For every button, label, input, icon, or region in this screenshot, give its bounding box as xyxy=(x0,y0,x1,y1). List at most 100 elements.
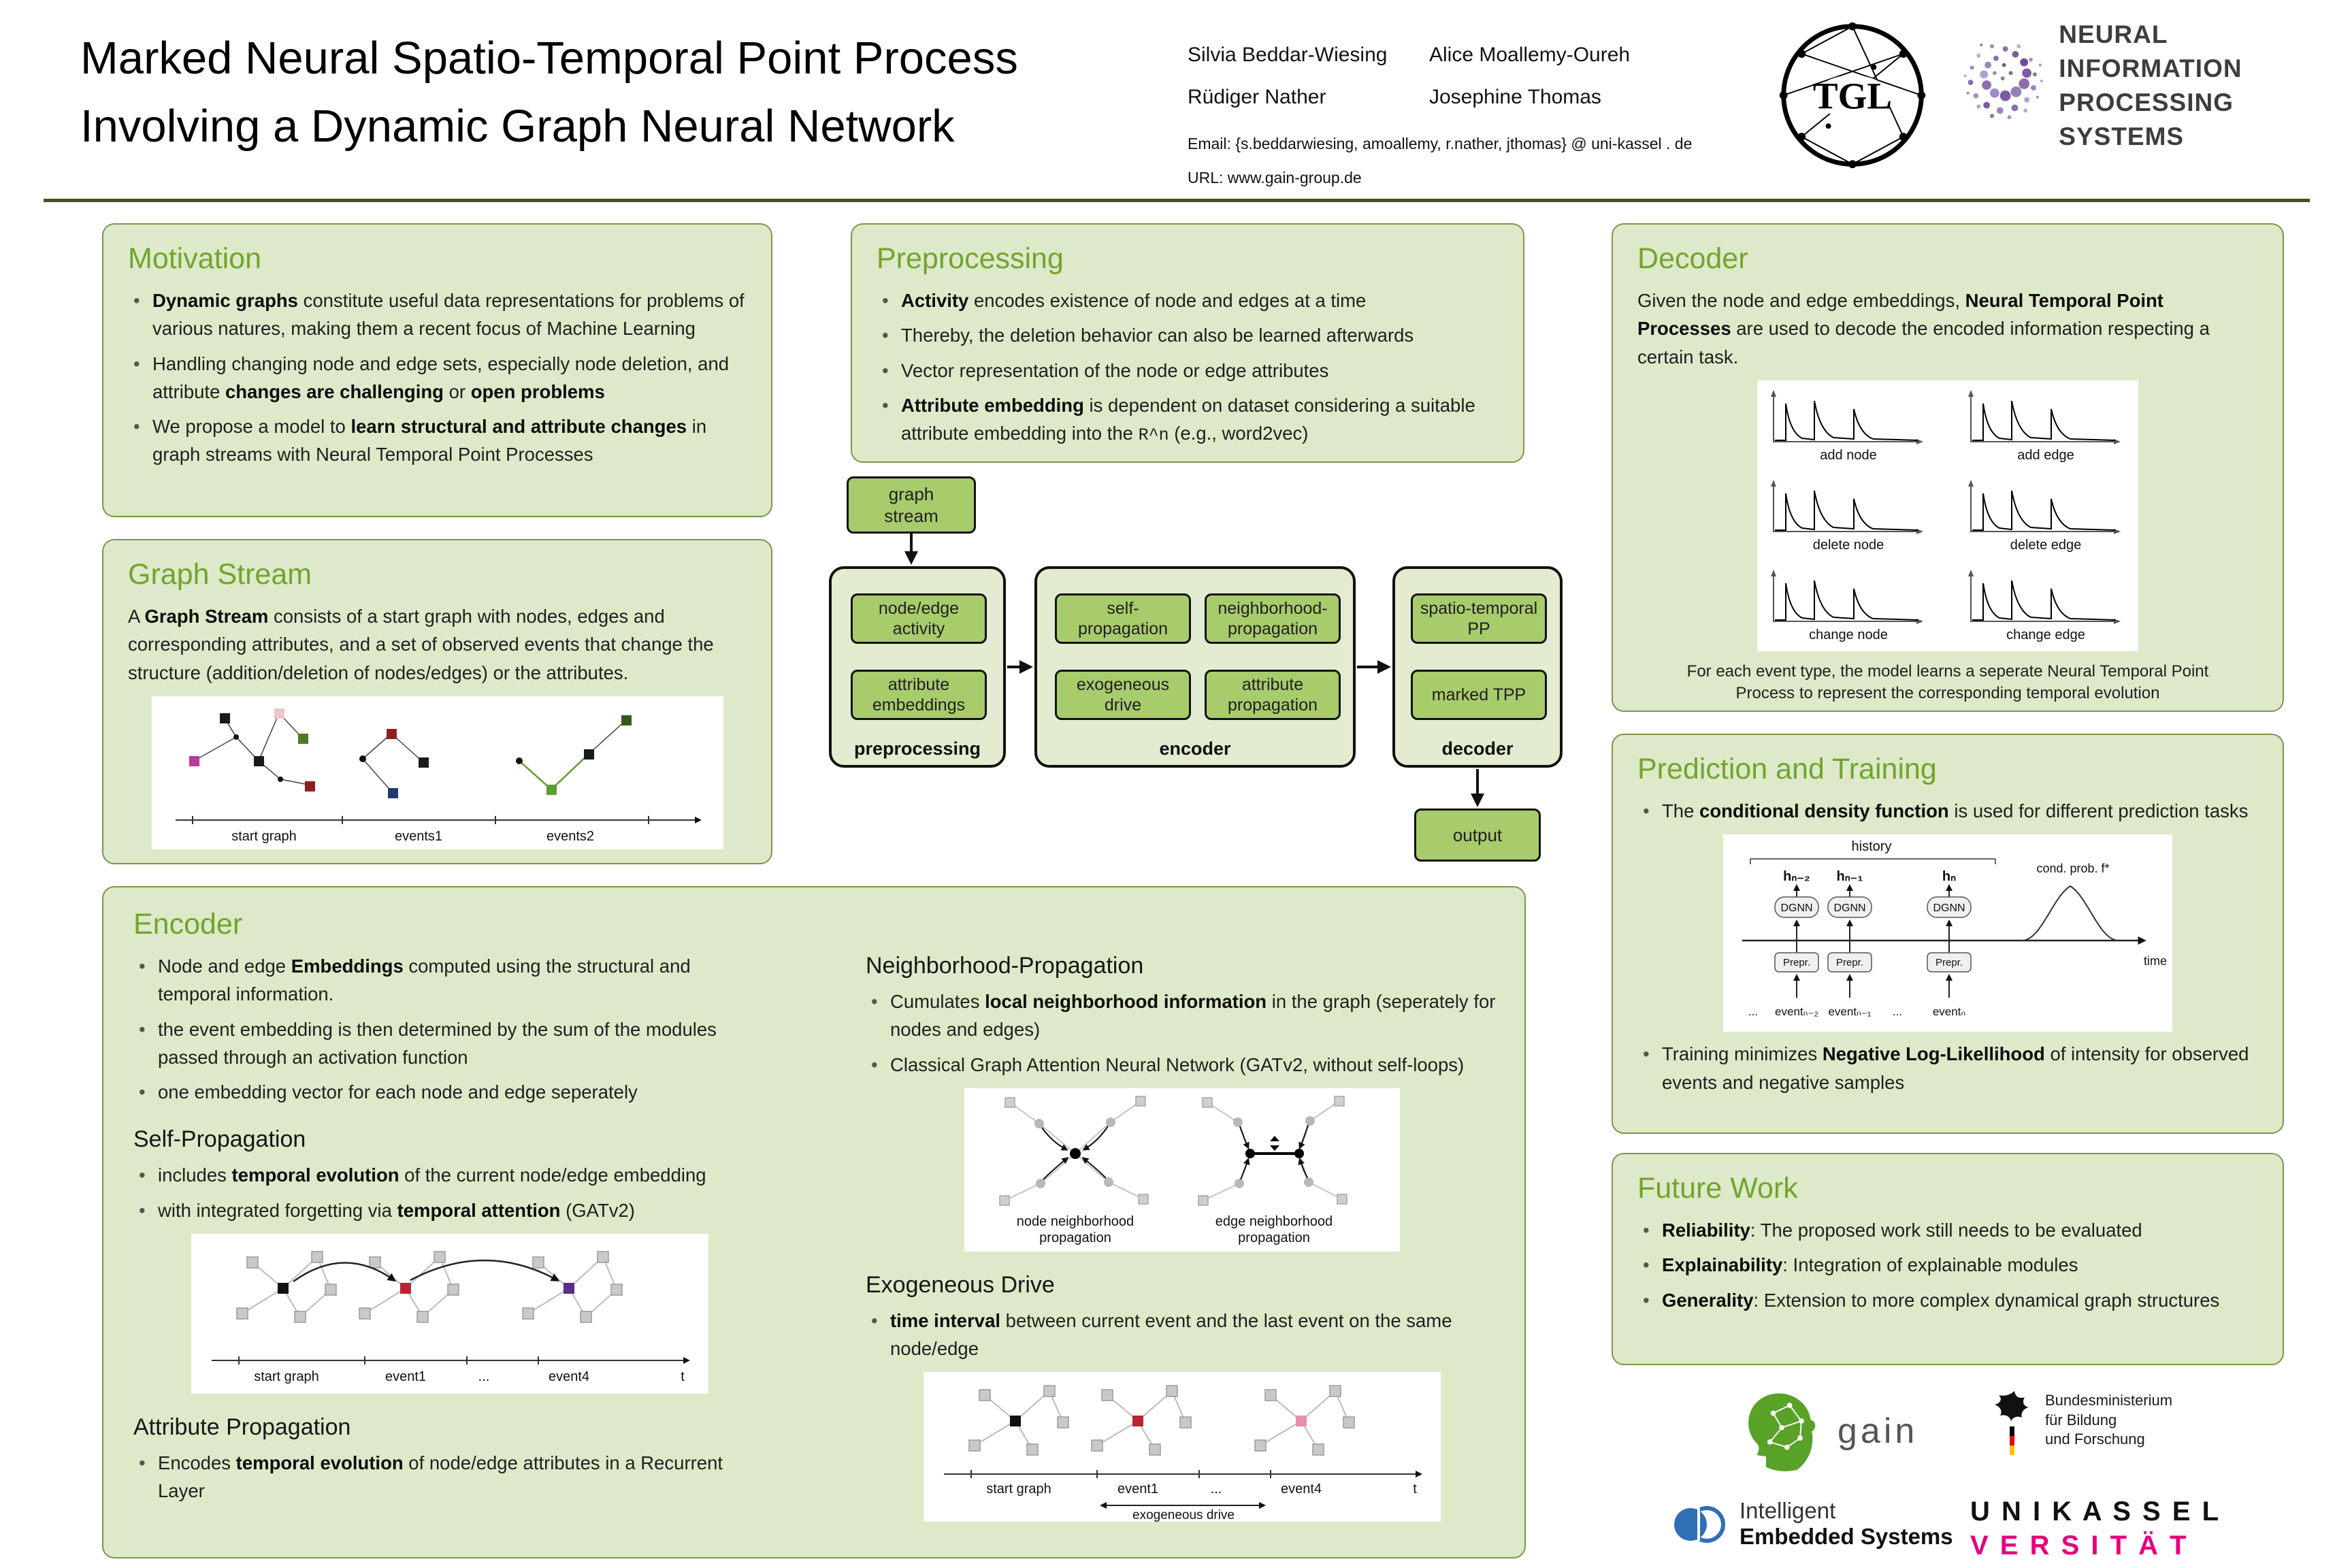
neighborhood-propagation-figure: node neighborhood propagation edge neigh… xyxy=(964,1088,1400,1252)
preprocessing-bullet: Thereby, the deletion behavior can also … xyxy=(877,321,1499,350)
poster-title: Marked Neural Spatio-Temporal Point Proc… xyxy=(80,33,1018,152)
gain-wordmark: gain xyxy=(1838,1411,1918,1451)
svg-text:exogeneous drive: exogeneous drive xyxy=(1132,1508,1235,1522)
svg-text:Prepr.: Prepr. xyxy=(1836,957,1863,968)
attribute-propagation-heading: Attribute Propagation xyxy=(133,1414,351,1440)
graph-stream-figure: start graph events1 events2 xyxy=(151,696,723,849)
pipeline-graph-stream-box: graph stream xyxy=(847,476,976,534)
graph-stream-heading: Graph Stream xyxy=(128,558,312,591)
pipeline-box-attribute-propagation: attribute propagation xyxy=(1205,670,1341,720)
exogeneous-drive-bullet: time interval between current event and … xyxy=(866,1307,1499,1363)
author-name: Josephine Thomas xyxy=(1429,86,1601,108)
self-propagation-heading: Self-Propagation xyxy=(133,1126,306,1153)
svg-text:events2: events2 xyxy=(546,829,593,844)
svg-text:...: ... xyxy=(1893,1005,1902,1018)
encoder-bullet: one embedding vector for each node and e… xyxy=(133,1078,766,1107)
svg-text:event1: event1 xyxy=(385,1369,426,1384)
prediction-heading: Prediction and Training xyxy=(1637,753,1937,785)
tgl-logo: TGL xyxy=(1772,15,1933,179)
future-work-section: Future Work Reliability: The proposed wo… xyxy=(1612,1153,2284,1365)
neurips-wordmark: NEURAL INFORMATION PROCESSING SYSTEMS xyxy=(2059,20,2242,150)
preprocessing-bullet: Vector representation of the node or edg… xyxy=(877,357,1499,385)
pipeline-box-attribute-embeddings: attribute embeddings xyxy=(851,670,987,720)
svg-text:DGNN: DGNN xyxy=(1833,902,1865,914)
svg-text:add node: add node xyxy=(1820,448,1876,463)
svg-text:hₙ₋₂: hₙ₋₂ xyxy=(1783,869,1810,884)
pipeline-encoder-container: self-propagation neighborhood-propagatio… xyxy=(1034,566,1356,768)
svg-text:start graph: start graph xyxy=(986,1482,1051,1497)
motivation-bullet: Handling changing node and edge sets, es… xyxy=(128,350,747,406)
svg-text:eventₙ: eventₙ xyxy=(1933,1005,1965,1018)
exogeneous-drive-heading: Exogeneous Drive xyxy=(866,1271,1055,1298)
exogeneous-drive-figure: start graph event1 ... event4 t exogeneo… xyxy=(924,1372,1441,1522)
prediction-figure: history hₙ₋₂ hₙ₋₁ hₙ DGNN DGNN DGNN time xyxy=(1723,834,2172,1032)
svg-text:cond. prob. f*: cond. prob. f* xyxy=(2036,862,2109,875)
svg-text:Prepr.: Prepr. xyxy=(1783,957,1810,968)
pipeline-preprocessing-container: node/edge activity attribute embeddings … xyxy=(829,566,1006,768)
svg-text:start graph: start graph xyxy=(254,1369,319,1384)
url-line: URL: www.gain-group.de xyxy=(1188,169,1362,186)
pipeline-box-node-edge-activity: node/edge activity xyxy=(851,593,987,644)
prediction-bullet: Training minimizes Negative Log-Likellih… xyxy=(1637,1040,2258,1096)
self-propagation-bullet: includes temporal evolution of the curre… xyxy=(133,1161,766,1190)
svg-text:t: t xyxy=(681,1369,685,1384)
ies-text: Intelligent Embedded Systems xyxy=(1740,1498,1953,1549)
svg-text:start graph: start graph xyxy=(231,829,297,844)
graph-stream-paragraph: A Graph Stream consists of a start graph… xyxy=(128,606,714,683)
pipeline-box-self-propagation: self-propagation xyxy=(1055,593,1191,644)
svg-text:eventₙ₋₁: eventₙ₋₁ xyxy=(1828,1005,1871,1018)
decoder-caption: For each event type, the model learns a … xyxy=(1686,662,2209,703)
svg-text:event4: event4 xyxy=(549,1369,589,1384)
svg-text:delete edge: delete edge xyxy=(2010,538,2082,553)
svg-text:t: t xyxy=(1413,1482,1417,1497)
pipeline-decoder-container: spatio-temporal PP marked TPP decoder xyxy=(1392,566,1563,768)
svg-text:change node: change node xyxy=(1809,627,1888,642)
neighborhood-propagation-bullet: Cumulates local neighborhood information… xyxy=(866,987,1499,1044)
future-work-bullet: Reliability: The proposed work still nee… xyxy=(1637,1216,2258,1245)
future-work-bullet: Generality: Extension to more complex dy… xyxy=(1637,1286,2258,1315)
motivation-heading: Motivation xyxy=(128,242,261,275)
encoder-bullet: Node and edge Embeddings computed using … xyxy=(133,952,766,1009)
svg-text:time: time xyxy=(2144,954,2167,968)
author-name: Silvia Beddar-Wiesing xyxy=(1188,44,1388,66)
svg-text:DGNN: DGNN xyxy=(1933,902,1965,914)
svg-text:hₙ₋₁: hₙ₋₁ xyxy=(1836,869,1863,884)
motivation-section: Motivation Dynamic graphs constitute use… xyxy=(102,223,772,517)
author-name: Rüdiger Nather xyxy=(1188,86,1326,108)
svg-text:propagation: propagation xyxy=(1039,1230,1111,1245)
federal-eagle-icon xyxy=(1995,1391,2029,1455)
preprocessing-bullet: Activity encodes existence of node and e… xyxy=(877,287,1499,315)
svg-text:history: history xyxy=(1852,839,1892,854)
future-work-heading: Future Work xyxy=(1637,1172,1798,1205)
neurips-logo: NEURAL INFORMATION PROCESSING SYSTEMS xyxy=(1952,18,2352,154)
decoder-intro: Given the node and edge embeddings, Neur… xyxy=(1637,290,2210,368)
encoder-bullet: the event embedding is then determined b… xyxy=(133,1015,766,1072)
encoder-section: Encoder Node and edge Embeddings compute… xyxy=(102,886,1526,1558)
svg-text:add edge: add edge xyxy=(2017,448,2074,463)
svg-text:...: ... xyxy=(1748,1005,1758,1018)
pipeline-preprocessing-label: preprocessing xyxy=(853,738,981,759)
svg-text:node neighborhood: node neighborhood xyxy=(1017,1214,1134,1229)
svg-text:change edge: change edge xyxy=(2006,627,2085,642)
author-name: Alice Moallemy-Oureh xyxy=(1429,44,1631,66)
svg-text:events1: events1 xyxy=(394,829,442,844)
graph-stream-section: Graph Stream A Graph Stream consists of … xyxy=(102,539,772,864)
decoder-heading: Decoder xyxy=(1637,242,1748,275)
encoder-heading: Encoder xyxy=(133,908,243,941)
decoder-section: Decoder Given the node and edge embeddin… xyxy=(1612,223,2284,712)
pipeline-box-neighborhood-propagation: neighborhood-propagation xyxy=(1205,593,1341,644)
neighborhood-propagation-bullet: Classical Graph Attention Neural Network… xyxy=(866,1051,1499,1079)
neurips-dots-icon xyxy=(1963,43,2043,120)
pipeline-output-box: output xyxy=(1414,808,1541,862)
pipeline-box-spatio-temporal-pp: spatio-temporal PP xyxy=(1411,593,1547,644)
prediction-bullet: The conditional density function is used… xyxy=(1637,797,2258,826)
svg-text:event4: event4 xyxy=(1281,1482,1322,1497)
bmbf-logo: Bundesministerium für Bildung und Forsch… xyxy=(1991,1388,2172,1456)
attribute-propagation-bullet: Encodes temporal evolution of node/edge … xyxy=(133,1449,766,1505)
uni-kassel-logo: U N I K A S S E L V E R S I T Ä T xyxy=(1970,1497,2221,1561)
pipeline-encoder-label: encoder xyxy=(1159,738,1231,759)
pipeline-box-marked-tpp: marked TPP xyxy=(1411,670,1547,720)
svg-text:Prepr.: Prepr. xyxy=(1936,957,1963,968)
svg-text:event1: event1 xyxy=(1117,1482,1158,1497)
self-propagation-bullet: with integrated forgetting via temporal … xyxy=(133,1196,766,1225)
